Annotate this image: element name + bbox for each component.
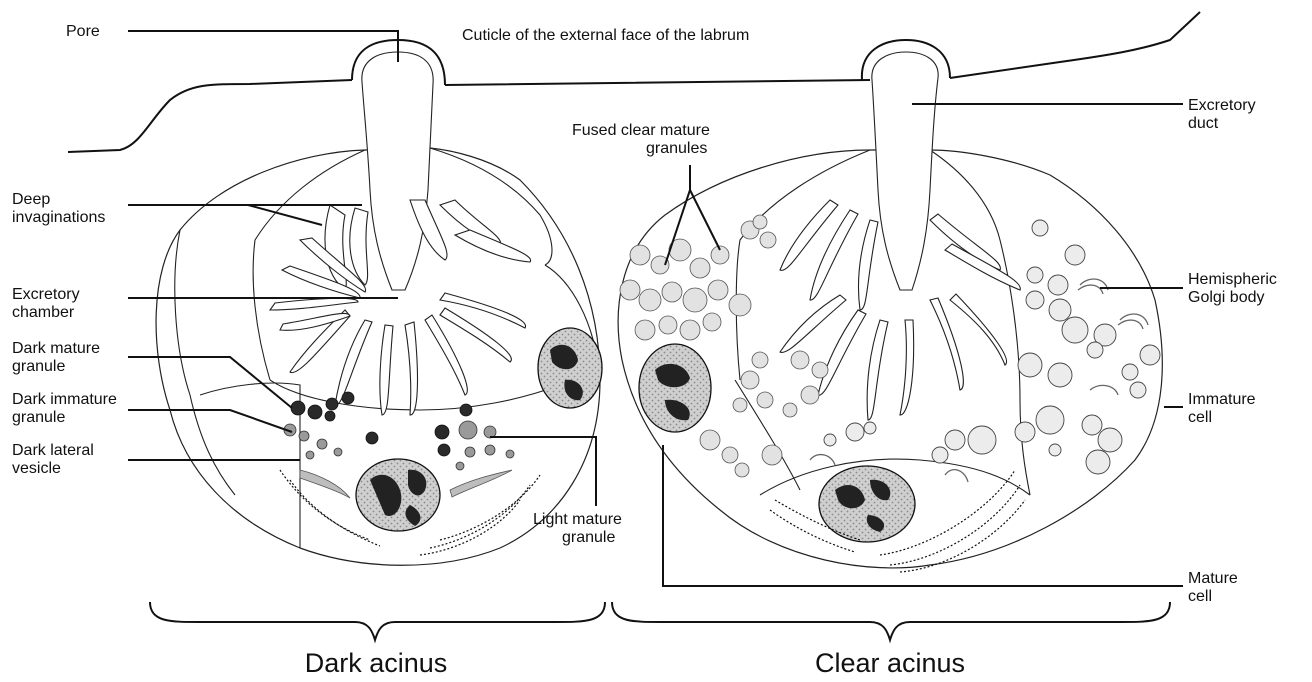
dark-acinus-brace — [150, 602, 605, 640]
label-fused-granules-1: Fused clear mature — [572, 122, 710, 139]
label-dark-immature-granule-2: granule — [12, 409, 65, 426]
label-cuticle: Cuticle of the external face of the labr… — [462, 27, 749, 44]
label-golgi-2: Golgi body — [1188, 289, 1265, 306]
clear-basal-nucleus — [819, 466, 915, 542]
label-pore: Pore — [66, 23, 100, 40]
label-mature-cell-1: Mature — [1188, 570, 1238, 587]
label-golgi-1: Hemispheric — [1188, 271, 1277, 288]
label-dark-immature-granule-1: Dark immature — [12, 391, 117, 408]
label-light-mature-granule-2: granule — [562, 529, 615, 546]
label-light-mature-granule-1: Light mature — [533, 511, 622, 528]
label-dark-lateral-vesicle-1: Dark lateral — [12, 442, 94, 459]
label-excretory-chamber-1: Excretory — [12, 286, 80, 303]
clear-pore-cap — [862, 40, 950, 80]
label-dark-lateral-vesicle-2: vesicle — [12, 460, 61, 477]
label-dark-mature-granule-1: Dark mature — [12, 340, 100, 357]
label-immature-cell-1: Immature — [1188, 391, 1256, 408]
label-deep-invaginations-2: invaginations — [12, 209, 105, 226]
dark-basal-nucleus — [356, 459, 440, 531]
caption-dark-acinus: Dark acinus — [305, 648, 448, 678]
clear-pore-inner — [872, 52, 938, 80]
caption-clear-acinus: Clear acinus — [815, 648, 965, 678]
label-excretory-duct-1: Excretory — [1188, 97, 1256, 114]
clear-acinus-brace — [612, 602, 1170, 640]
dark-acinus — [156, 82, 602, 565]
label-excretory-duct-2: duct — [1188, 115, 1219, 132]
clear-mature-nucleus — [639, 344, 711, 432]
label-fused-granules-2: granules — [646, 140, 707, 157]
label-mature-cell-2: cell — [1188, 588, 1212, 605]
label-immature-cell-2: cell — [1188, 409, 1212, 426]
label-dark-mature-granule-2: granule — [12, 358, 65, 375]
label-deep-invaginations-1: Deep — [12, 191, 50, 208]
label-excretory-chamber-2: chamber — [12, 304, 75, 321]
